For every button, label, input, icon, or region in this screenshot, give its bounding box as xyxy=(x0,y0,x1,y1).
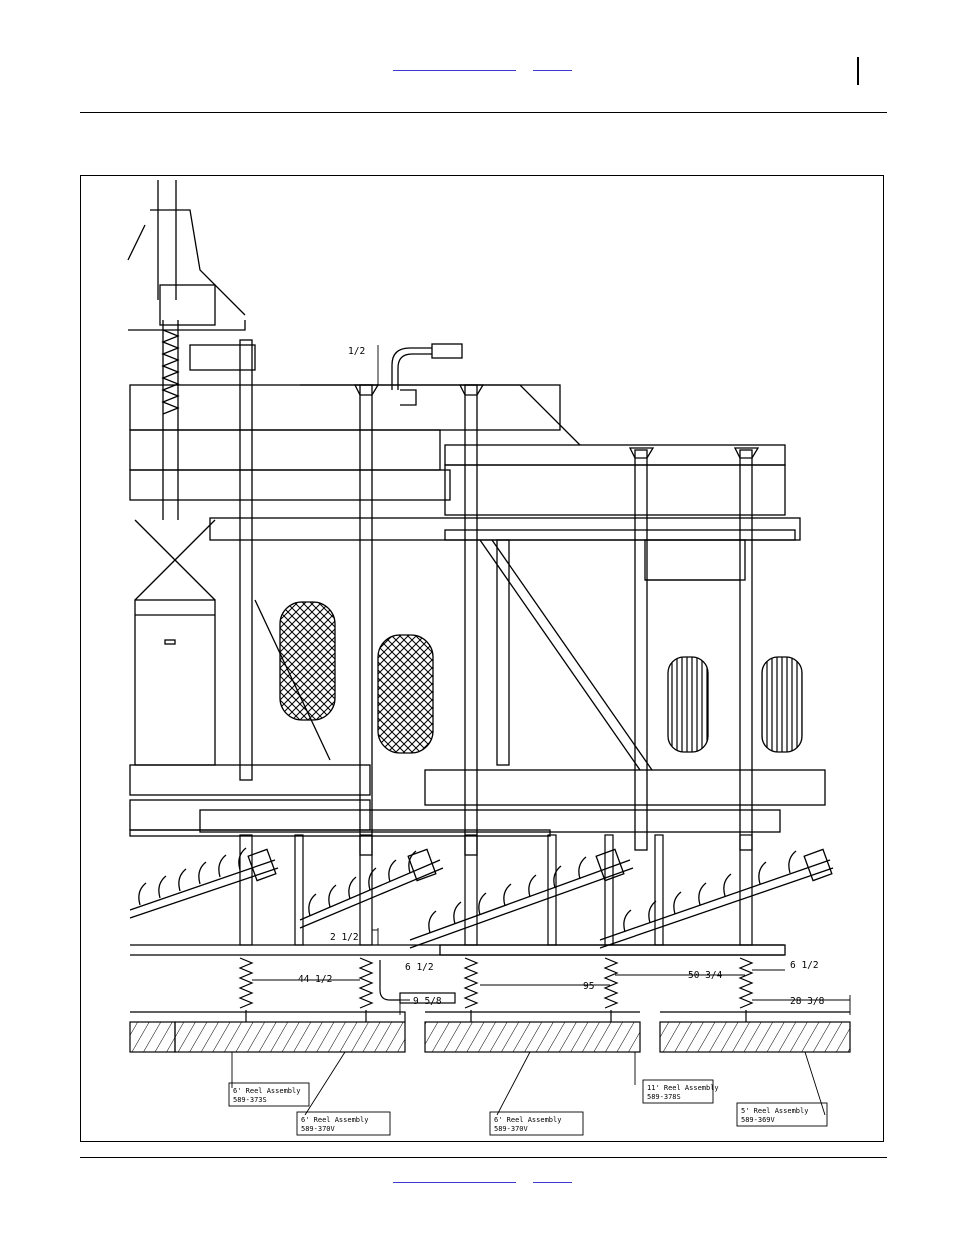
footer-rule xyxy=(80,1157,887,1158)
callout-part: 589-373S xyxy=(233,1096,267,1104)
callout-part: 589-378S xyxy=(647,1093,681,1101)
callout-part: 589-369V xyxy=(741,1116,776,1124)
shanks xyxy=(240,835,752,945)
callout-title: 6' Reel Assembly xyxy=(233,1087,300,1095)
dim-label: 2 1/2 xyxy=(330,932,359,943)
dim-label: 95 xyxy=(583,981,594,992)
callout-title: 11' Reel Assembly xyxy=(647,1084,719,1092)
footer-link-1[interactable] xyxy=(393,1168,516,1183)
dim-label: 9 5/8 xyxy=(413,996,442,1007)
callout-labels: 6' Reel Assembly 589-373S 6' Reel Assemb… xyxy=(233,1084,808,1133)
footer-link-2[interactable] xyxy=(533,1168,572,1183)
callout-part: 589-370V xyxy=(494,1125,529,1133)
callout-title: 5' Reel Assembly xyxy=(741,1107,808,1115)
dim-label: 6 1/2 xyxy=(405,962,434,973)
reels xyxy=(130,1012,850,1052)
dim-label: 6 1/2 xyxy=(790,960,819,971)
dim-label: 28 3/8 xyxy=(790,996,825,1007)
callout-title: 6' Reel Assembly xyxy=(494,1116,561,1124)
dim-label: 44 1/2 xyxy=(298,974,332,985)
dim-label: 1/2 xyxy=(348,346,365,357)
dim-label: 50 3/4 xyxy=(688,970,723,981)
callout-part: 589-370V xyxy=(301,1125,336,1133)
tires xyxy=(280,602,802,753)
tine-gangs xyxy=(130,848,833,948)
callout-title: 6' Reel Assembly xyxy=(301,1116,368,1124)
